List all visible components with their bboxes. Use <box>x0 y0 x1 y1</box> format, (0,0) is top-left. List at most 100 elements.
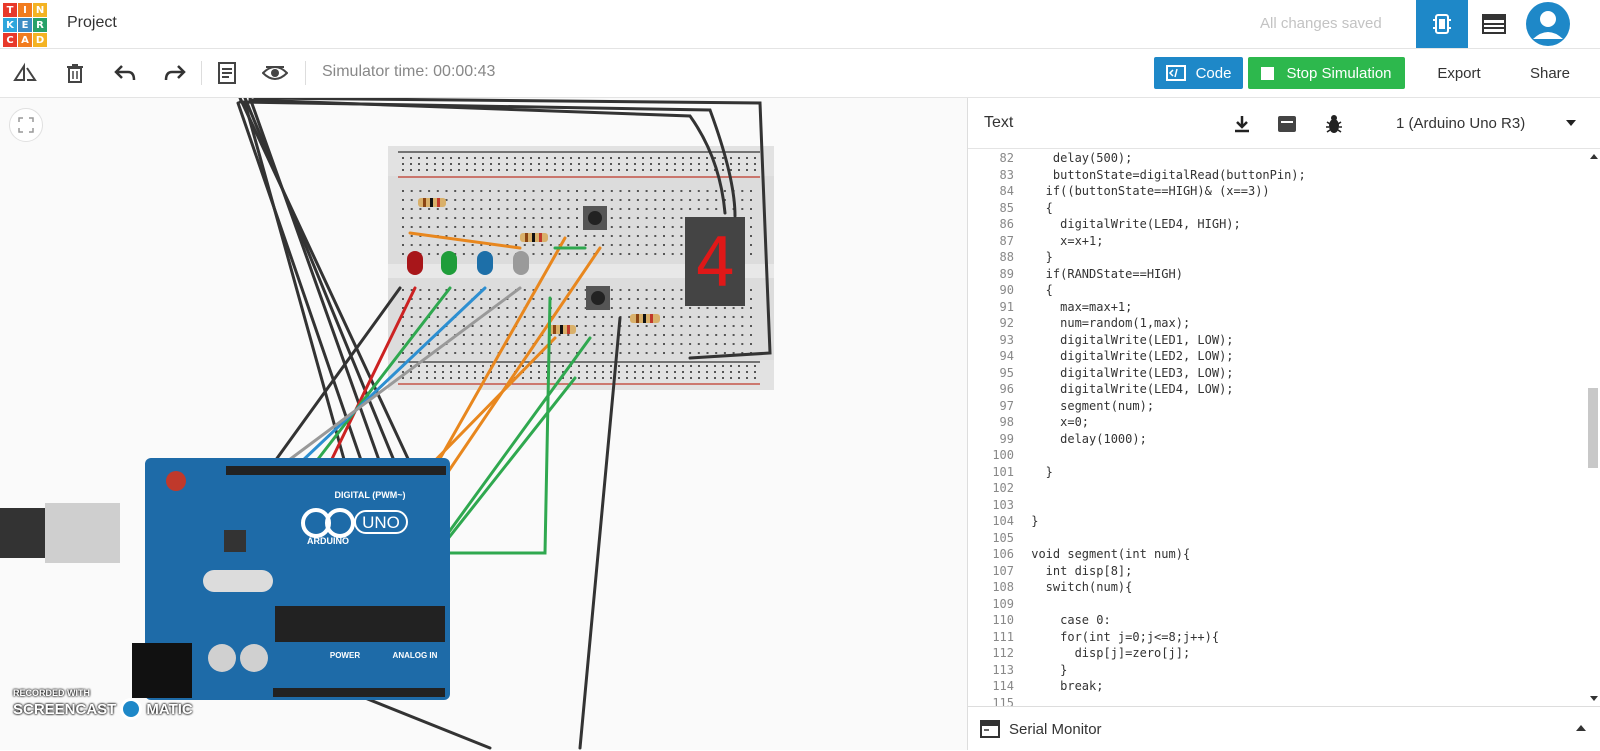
breadboard-hole <box>642 169 644 171</box>
code-line[interactable]: 114 break; <box>968 678 1588 695</box>
code-line[interactable]: 96 digitalWrite(LED4, LOW); <box>968 381 1588 398</box>
code-line[interactable]: 107 int disp[8]; <box>968 563 1588 580</box>
code-line[interactable]: 87 x=x+1; <box>968 233 1588 250</box>
code-line[interactable]: 97 segment(num); <box>968 398 1588 415</box>
code-line[interactable]: 94 digitalWrite(LED2, LOW); <box>968 348 1588 365</box>
code-line[interactable]: 93 digitalWrite(LED1, LOW); <box>968 332 1588 349</box>
download-button[interactable] <box>1228 110 1256 138</box>
code-line[interactable]: 113 } <box>968 662 1588 679</box>
breadboard-hole <box>645 235 648 237</box>
led-white[interactable] <box>513 251 529 275</box>
push-button[interactable] <box>586 286 610 310</box>
notes-button[interactable] <box>212 59 242 87</box>
breadboard-hole <box>715 307 718 309</box>
code-line[interactable]: 85 { <box>968 200 1588 217</box>
code-line[interactable]: 86 digitalWrite(LED4, HIGH); <box>968 216 1588 233</box>
code-line[interactable]: 101 } <box>968 464 1588 481</box>
debugger-button[interactable] <box>1320 110 1348 138</box>
tinkercad-logo[interactable]: T I N K E R C A D <box>3 3 47 47</box>
breadboard-hole <box>428 217 431 219</box>
code-line[interactable]: 88 } <box>968 249 1588 266</box>
code-line[interactable]: 102 <box>968 480 1588 497</box>
code-line[interactable]: 110 case 0: <box>968 612 1588 629</box>
code-line[interactable]: 105 <box>968 530 1588 547</box>
breadboard-hole <box>523 334 526 336</box>
breadboard-hole <box>584 253 587 255</box>
component-list-button[interactable] <box>1468 0 1520 48</box>
code-editor[interactable]: 82 delay(500);83 buttonState=digitalRead… <box>968 150 1588 710</box>
resistor[interactable] <box>630 314 660 323</box>
breadboard-hole <box>567 190 570 192</box>
code-line[interactable]: 111 for(int j=0;j<=8;j++){ <box>968 629 1588 646</box>
breadboard-hole <box>650 377 652 379</box>
code-line[interactable]: 98 x=0; <box>968 414 1588 431</box>
code-line[interactable]: 112 disp[j]=zero[j]; <box>968 645 1588 662</box>
scroll-down-icon[interactable] <box>1590 696 1598 701</box>
delete-button[interactable] <box>60 59 90 87</box>
arduino-uno[interactable]: UNO ARDUINO DIGITAL (PWM~) POWER ANALOG … <box>0 458 450 700</box>
code-line[interactable]: 92 num=random(1,max); <box>968 315 1588 332</box>
libraries-button[interactable] <box>1273 110 1301 138</box>
line-number: 106 <box>992 547 1014 561</box>
code-line[interactable]: 83 buttonState=digitalRead(buttonPin); <box>968 167 1588 184</box>
chevron-up-icon[interactable] <box>1576 725 1586 731</box>
code-line[interactable]: 104 } <box>968 513 1588 530</box>
scroll-thumb[interactable] <box>1588 388 1598 468</box>
breadboard-hole <box>497 253 500 255</box>
export-button[interactable]: Export <box>1414 57 1504 89</box>
breadboard-hole <box>680 217 683 219</box>
stop-simulation-button[interactable]: Stop Simulation <box>1248 57 1405 89</box>
code-line[interactable]: 82 delay(500); <box>968 150 1588 167</box>
undo-button[interactable] <box>110 59 140 87</box>
visibility-button[interactable] <box>260 59 290 87</box>
code-mode-selector[interactable]: Text <box>984 114 1014 131</box>
breadboard-hole <box>576 217 578 219</box>
circuit-canvas[interactable]: 4 <box>0 98 967 750</box>
code-scrollbar[interactable] <box>1586 150 1600 710</box>
code-line[interactable]: 108 switch(num){ <box>968 579 1588 596</box>
circuit-view-button[interactable] <box>1416 0 1468 48</box>
scroll-up-icon[interactable] <box>1590 154 1598 159</box>
code-line[interactable]: 95 digitalWrite(LED3, LOW); <box>968 365 1588 382</box>
breadboard-hole <box>628 316 631 318</box>
breadboard-hole <box>428 253 431 255</box>
breadboard-hole <box>578 169 580 171</box>
screencast-watermark: RECORDED WITH SCREENCAST MATIC <box>13 688 193 720</box>
code-line[interactable]: 89 if(RANDState==HIGH) <box>968 266 1588 283</box>
analog-label: ANALOG IN <box>393 651 438 660</box>
led-red[interactable] <box>407 251 423 275</box>
code-line[interactable]: 91 max=max+1; <box>968 299 1588 316</box>
rotate-button[interactable] <box>10 59 40 87</box>
breadboard-hole <box>689 316 692 318</box>
code-line[interactable]: 100 <box>968 447 1588 464</box>
breadboard-hole <box>506 365 508 367</box>
share-button[interactable]: Share <box>1506 57 1594 89</box>
push-button[interactable] <box>583 206 607 230</box>
code-button[interactable]: Code <box>1154 57 1243 89</box>
redo-button[interactable] <box>160 59 190 87</box>
breadboard-hole <box>462 343 465 345</box>
breadboard-hole <box>489 325 491 327</box>
toolbar-divider <box>201 61 202 85</box>
led-green[interactable] <box>441 251 457 275</box>
breadboard-hole <box>445 352 448 354</box>
breadboard-hole <box>567 253 570 255</box>
device-select[interactable]: 1 (Arduino Uno R3) <box>1396 108 1586 138</box>
resistor[interactable] <box>548 325 576 334</box>
led-blue[interactable] <box>477 251 493 275</box>
resistor[interactable] <box>520 233 548 242</box>
user-avatar[interactable] <box>1520 0 1576 48</box>
fit-view-button[interactable] <box>9 108 43 142</box>
project-title[interactable]: Project <box>67 14 117 31</box>
code-line[interactable]: 109 <box>968 596 1588 613</box>
code-line[interactable]: 106 void segment(int num){ <box>968 546 1588 563</box>
serial-monitor-bar[interactable]: Serial Monitor <box>968 706 1600 751</box>
code-line[interactable]: 103 <box>968 497 1588 514</box>
resistor[interactable] <box>418 198 446 207</box>
code-line[interactable]: 99 delay(1000); <box>968 431 1588 448</box>
code-line[interactable]: 90 { <box>968 282 1588 299</box>
breadboard-hole <box>680 253 683 255</box>
breadboard-hole <box>506 307 509 309</box>
seven-segment-display[interactable]: 4 <box>685 217 745 306</box>
code-line[interactable]: 84 if((buttonState==HIGH)& (x==3)) <box>968 183 1588 200</box>
